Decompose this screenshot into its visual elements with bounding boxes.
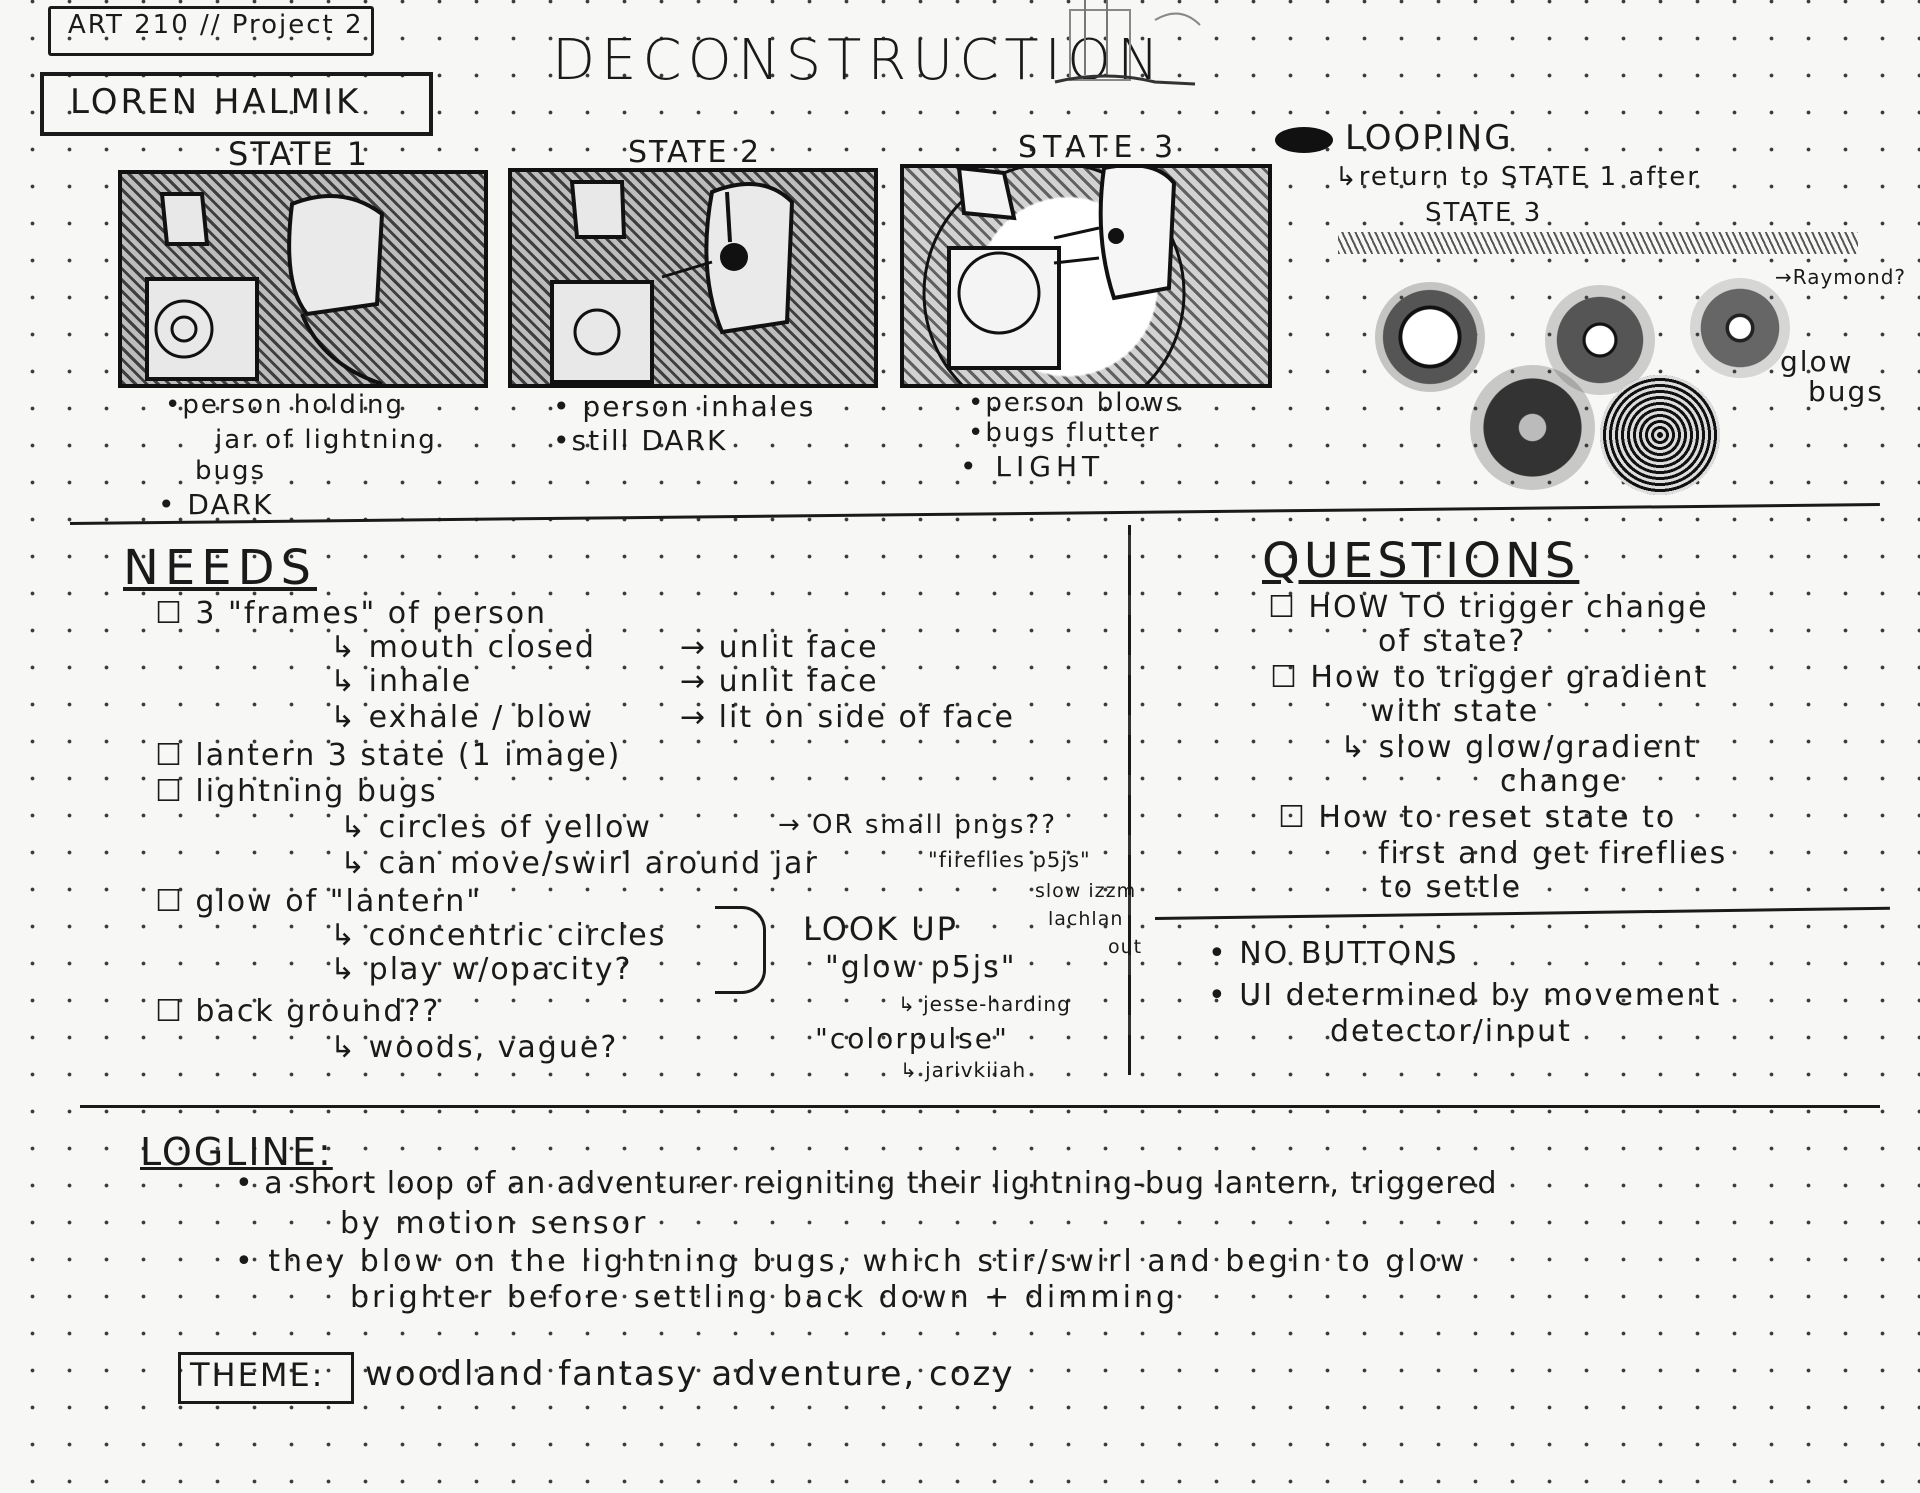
needs-line-18: ↳ concentric circles <box>330 918 667 953</box>
glow-bugs-label-1: glow <box>1780 345 1854 378</box>
logline-line-2: by motion sensor <box>340 1206 649 1241</box>
state-1-label: STATE 1 <box>228 135 370 173</box>
ui-note-2: • UI determined by movement <box>1208 978 1722 1013</box>
needs-line-2: ↳ mouth closed <box>330 630 596 665</box>
glow-bug-5-icon <box>1600 375 1720 495</box>
needs-line-8: ☐ lantern 3 state (1 image) <box>155 738 622 773</box>
squiggle-divider <box>1338 232 1858 254</box>
state-2-label: STATE 2 <box>628 135 762 170</box>
state-1-note-1: •person holding <box>165 390 405 420</box>
needs-line-14: slow izzm <box>1035 880 1137 902</box>
needs-questions-divider <box>1128 525 1131 1075</box>
needs-line-17: ☐ glow of "lantern" <box>155 884 483 919</box>
needs-line-9: ☐ lightning bugs <box>155 774 438 809</box>
questions-line-5: ↳ slow glow/gradient <box>1340 730 1698 765</box>
needs-line-20: LOOK UP <box>803 910 958 948</box>
theme-label-box <box>178 1352 354 1404</box>
logline-line-1: • a short loop of an adventurer reigniti… <box>235 1166 1498 1201</box>
needs-line-12: → OR small pngs?? <box>778 810 1057 840</box>
questions-heading: QUESTIONS <box>1262 533 1580 589</box>
ui-note-3: detector/input <box>1330 1014 1572 1049</box>
state-1-storyboard-frame <box>118 170 488 388</box>
needs-line-22: ↳ jesse-harding <box>898 992 1071 1016</box>
state-3-storyboard-frame <box>900 164 1272 388</box>
glow-bug-4-icon <box>1470 365 1595 490</box>
state-2-note-1: • person inhales <box>553 390 816 423</box>
state-2-storyboard-frame <box>508 168 878 388</box>
needs-line-25: ☐ back ground?? <box>155 994 441 1029</box>
needs-heading: NEEDS <box>123 540 317 596</box>
state-3-note-1: •person blows <box>968 388 1182 418</box>
state-2-note-2: •still DARK <box>553 424 728 457</box>
questions-line-4: with state <box>1370 694 1540 729</box>
needs-line-19: ↳ play w/opacity? <box>330 952 633 987</box>
glow-bug-1-icon <box>1375 282 1485 392</box>
theme-value: woodland fantasy adventure, cozy <box>365 1354 1015 1394</box>
looping-line-2: STATE 3 <box>1425 198 1543 228</box>
needs-line-6: → unlit face <box>680 664 879 699</box>
ui-note-1: • NO BUTTONS <box>1208 936 1459 971</box>
top-section-divider <box>69 503 1880 525</box>
glow-bug-3-icon <box>1690 278 1790 378</box>
questions-line-3: ☐ How to trigger gradient <box>1270 660 1709 695</box>
glow-bugs-label-2: bugs <box>1808 375 1884 408</box>
needs-line-13: "fireflies p5js" <box>928 848 1091 872</box>
questions-ui-divider <box>1154 906 1890 920</box>
state-3-note-3: • LIGHT <box>960 450 1105 483</box>
needs-line-5: → unlit face <box>680 630 879 665</box>
needs-line-16: out <box>1108 936 1143 958</box>
theme-label: THEME: <box>190 1356 325 1394</box>
raymond-label: →Raymond? <box>1775 265 1907 289</box>
needs-line-15: lachlan <box>1048 908 1124 930</box>
state-1-note-4: • DARK <box>158 488 274 521</box>
logline-divider <box>80 1105 1880 1108</box>
course-label: ART 210 // Project 2 <box>68 10 364 40</box>
needs-line-1: ☐ 3 "frames" of person <box>155 596 548 631</box>
needs-line-7: → lit on side of face <box>680 700 1015 735</box>
looping-bullet-icon <box>1275 127 1333 153</box>
needs-line-21: "glow p5js" <box>825 950 1017 985</box>
needs-line-23: "colorpulse" <box>815 1022 1009 1055</box>
logline-line-4: brighter before settling back down + dim… <box>350 1280 1179 1315</box>
name-label-box <box>40 72 433 136</box>
needs-line-4: ↳ exhale / blow <box>330 700 594 735</box>
questions-line-7: ☐ How to reset state to <box>1278 800 1677 835</box>
state-3-label: STATE 3 <box>1018 130 1180 165</box>
looping-title: LOOPING <box>1345 118 1513 158</box>
state-1-note-3: bugs <box>195 456 267 486</box>
questions-line-9: to settle <box>1380 870 1523 905</box>
needs-bracket <box>715 906 766 994</box>
questions-line-6: change <box>1500 764 1623 799</box>
needs-line-3: ↳ inhale <box>330 664 473 699</box>
course-label-box <box>48 6 374 56</box>
questions-line-1: ☐ HOW TO trigger change <box>1268 590 1709 625</box>
state-3-note-2: •bugs flutter <box>968 418 1161 448</box>
student-name: LOREN HALMIK <box>70 82 362 122</box>
looping-line-1: ↳return to STATE 1 after <box>1335 162 1700 192</box>
lantern-sketch-icon <box>1045 0 1210 90</box>
needs-line-26: ↳ woods, vague? <box>330 1030 619 1065</box>
needs-line-24: ↳ jarivkiiah <box>900 1058 1027 1082</box>
logline-line-3: • they blow on the lightning bugs, which… <box>235 1244 1468 1279</box>
needs-line-10: ↳ circles of yellow <box>340 810 652 845</box>
questions-line-8: first and get fireflies <box>1378 836 1728 871</box>
questions-line-2: of state? <box>1378 624 1527 659</box>
state-1-note-2: jar of lightning <box>215 425 437 455</box>
logline-heading: LOGLINE: <box>140 1130 333 1174</box>
needs-line-11: ↳ can move/swirl around jar <box>340 846 819 881</box>
